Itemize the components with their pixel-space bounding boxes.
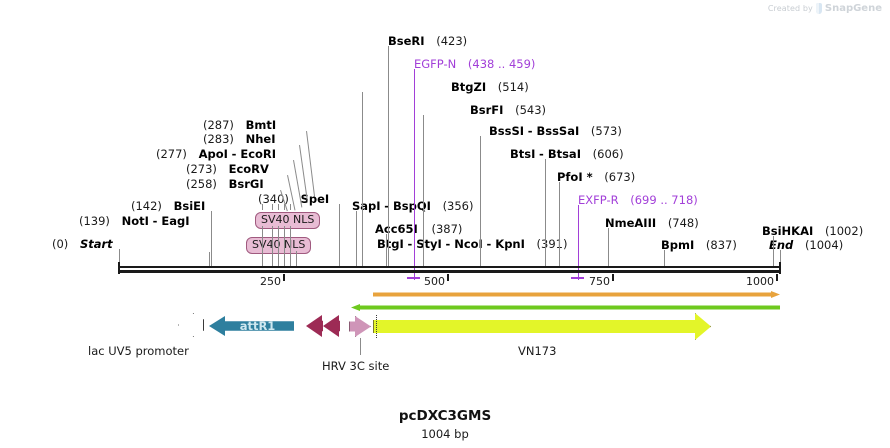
leader-nls-e (290, 226, 291, 266)
backbone-end-cap (779, 262, 781, 274)
leader-bsiei (211, 211, 212, 266)
ruler-tick-750 (612, 274, 614, 281)
leader-nmeaiii (608, 228, 609, 266)
hatch-h (278, 230, 279, 236)
hatch-b (272, 204, 273, 210)
leader-hrv-3c-site (360, 338, 361, 355)
leader-end (780, 250, 781, 266)
leader-nls-f (296, 251, 297, 266)
feature-attr1-label: attR1 (239, 319, 276, 333)
backbone-start-cap (118, 262, 120, 274)
leader-bsrfi (423, 115, 424, 266)
ruler-tick-1000 (776, 274, 778, 281)
enzyme-label-acc65i[interactable]: Acc65I (387) (375, 222, 463, 236)
plasmid-size: 1004 bp (421, 427, 469, 441)
plasmid-title: pcDXC3GMS (398, 408, 492, 424)
leader-btsi (545, 159, 546, 266)
leader-btgzi (362, 92, 363, 266)
feature-underline-egfp-n (407, 277, 420, 279)
hatch-d (284, 204, 285, 210)
enzyme-label-bseri[interactable]: BseRI (423) (388, 34, 468, 48)
hatch-j (290, 230, 291, 236)
feature-label-lac-uv5-promoter: lac UV5 promoter (88, 344, 189, 358)
leader-bpmi (664, 250, 665, 266)
leader-bmti (306, 131, 316, 197)
feature-pentagon-1[interactable] (306, 315, 323, 337)
enzyme-label-bpmi[interactable]: BpmI (837) (661, 238, 737, 252)
ruler-label-250: 250 (260, 275, 281, 288)
enzyme-label-nhei[interactable]: (283) NheI (203, 132, 276, 146)
feature-label-egfp-n[interactable]: EGFP-N (438 .. 459) (414, 57, 536, 71)
hatch-a (262, 204, 263, 210)
ruler-tick-500 (447, 274, 449, 281)
feature-vn173-start-edge (376, 315, 377, 338)
leader-nls-d (284, 226, 285, 266)
enzyme-label-bsrfi[interactable]: BsrFI (543) (470, 103, 547, 117)
leader-bsihkai (773, 236, 774, 266)
leader-exfp-r (578, 205, 580, 280)
enzyme-label-pfoi[interactable]: PfoI * (673) (557, 170, 636, 184)
snapgene-credit: Created by SnapGene (768, 3, 882, 14)
feature-lac-uv5-promoter[interactable] (178, 313, 204, 337)
enzyme-label-nmeaiii[interactable]: NmeAIII (748) (605, 216, 699, 230)
enzyme-label-end[interactable]: End (1004) (769, 238, 844, 252)
enzyme-label-btsi[interactable]: BtsI - BtsaI (606) (510, 147, 624, 161)
leader-acc65i (386, 234, 387, 266)
snapgene-brand-label: SnapGene (824, 3, 882, 14)
enzyme-label-btgi[interactable]: BtgI - StyI - NcoI - KpnI (391) (377, 237, 568, 251)
feature-arrow-orange[interactable] (373, 291, 780, 298)
enzyme-label-bsihkai[interactable]: BsiHKAI (1002) (762, 224, 864, 238)
leader-bsssi (480, 136, 481, 266)
hatch-c (278, 204, 279, 210)
enzyme-label-bmti[interactable]: (287) BmtI (203, 118, 277, 132)
ruler-tick-250 (283, 274, 285, 281)
label-chip-sv40-nls-upper[interactable]: SV40 NLS (255, 212, 321, 229)
leader-spei (339, 204, 340, 266)
enzyme-label-ecorv[interactable]: (273) EcoRV (186, 162, 269, 176)
feature-label-hrv-3c-site: HRV 3C site (322, 359, 390, 373)
feature-vn173[interactable] (373, 313, 711, 340)
sequence-backbone-bottom[interactable] (118, 270, 780, 273)
feature-arrow-green[interactable] (351, 304, 780, 311)
feature-attr1[interactable]: attR1 (209, 316, 294, 336)
enzyme-label-apoi[interactable]: (277) ApoI - EcoRI (156, 147, 277, 161)
enzyme-label-sapi[interactable]: SapI - BspQI (356) (352, 199, 474, 213)
enzyme-label-bsssi[interactable]: BssSI - BssSaI (573) (489, 124, 622, 138)
hatch-e (290, 204, 291, 210)
leader-sapi (356, 211, 357, 266)
leader-egfp-n (414, 69, 416, 280)
hatch-f (262, 230, 263, 236)
enzyme-label-btgzi[interactable]: BtgZI (514) (451, 80, 529, 94)
feature-pentagon-2[interactable] (323, 315, 340, 337)
enzyme-label-bsrgi[interactable]: (258) BsrGI (186, 177, 264, 191)
leader-noti (209, 252, 210, 266)
snapgene-logo-icon (815, 3, 822, 14)
ruler-label-500: 500 (424, 275, 445, 288)
hatch-i (284, 230, 285, 236)
leader-nls-c (278, 226, 279, 266)
feature-label-vn173: VN173 (518, 344, 557, 358)
ruler-label-750: 750 (589, 275, 610, 288)
hatch-g (272, 230, 273, 236)
created-by-label: Created by (767, 4, 813, 13)
leader-start (119, 249, 120, 266)
leader-bseri (388, 46, 389, 266)
enzyme-label-bsiei[interactable]: (142) BsiEI (131, 199, 206, 213)
feature-underline-exfp-r (571, 277, 584, 279)
leader-pfoi (559, 182, 560, 266)
sequence-backbone-top (118, 266, 780, 268)
ruler-label-1000: 1000 (746, 275, 774, 288)
leader-nls-a (262, 226, 263, 266)
enzyme-label-start[interactable]: (0) Start (52, 237, 113, 251)
feature-label-exfp-r[interactable]: EXFP-R (699 .. 718) (578, 193, 698, 207)
feature-hrv-3c-site[interactable] (349, 316, 371, 337)
leader-nls-b (272, 226, 273, 266)
enzyme-label-noti[interactable]: (139) NotI - EagI (79, 214, 190, 228)
